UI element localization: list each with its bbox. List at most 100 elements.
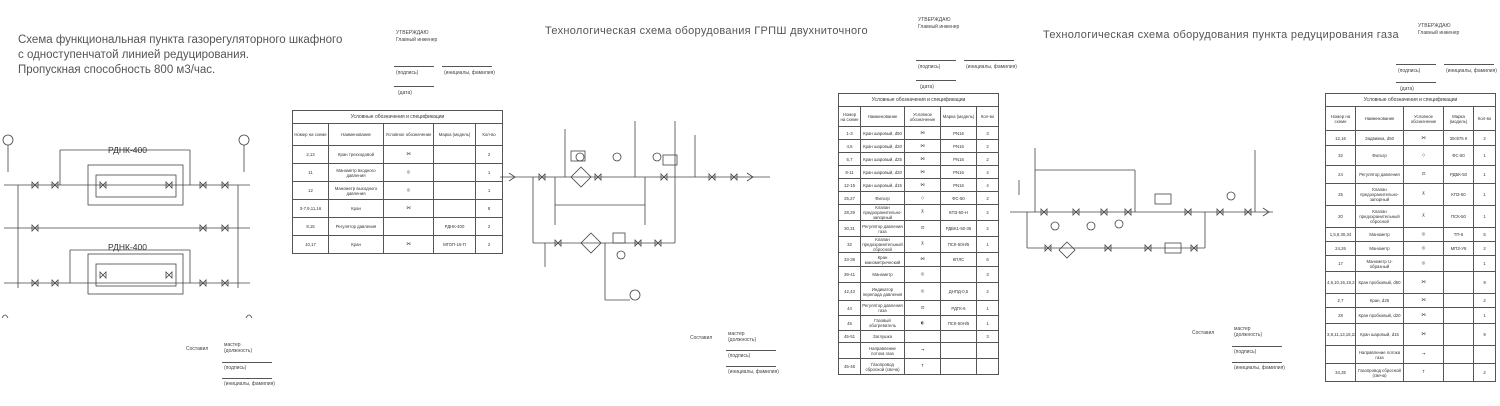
cell-qty: 1 xyxy=(1472,145,1497,166)
legend-header: Условное обозначение xyxy=(1403,106,1444,131)
signoff-sign-hint: (подпись) xyxy=(728,353,751,359)
cell-symbol: ⊡ xyxy=(904,300,941,316)
cell-qty: 2 xyxy=(975,220,1000,237)
cell-qty xyxy=(1472,345,1497,364)
cell-model: ПСК-50Н/5 xyxy=(940,236,977,253)
cell-name: Фильтр xyxy=(1355,145,1404,166)
cell-qty: 2 xyxy=(1472,241,1497,256)
cell-qty: 2 xyxy=(975,282,1000,301)
legend-header: Номер на схеме xyxy=(838,106,861,127)
sheet1-title-line: с одноступенчатой линией редуцирования. xyxy=(18,49,249,61)
cell-model: КПЛС xyxy=(940,252,977,267)
cell-symbol: ◇ xyxy=(904,191,941,205)
signoff-role: мастер xyxy=(728,331,745,337)
approve-initials-hint: (инициалы, фамилия) xyxy=(1446,68,1497,74)
cell-qty: 6 xyxy=(975,252,1000,267)
signoff-initials-hint: (инициалы, фамилия) xyxy=(728,369,779,375)
cell-num: 20 xyxy=(1325,205,1356,228)
cell-model xyxy=(433,145,476,164)
cell-qty: 1 xyxy=(975,236,1000,253)
cell-num: 3,8,11,13,18,22,27,32,33 xyxy=(1325,323,1356,346)
cell-name: Клапан предохранительно-запорный xyxy=(860,204,905,221)
cell-symbol: ◎ xyxy=(1403,227,1444,242)
table-row: Направление потока газа→ xyxy=(838,342,1000,359)
cell-name: Задвижка, d50 xyxy=(1355,130,1404,146)
cell-name: Манометр xyxy=(860,266,905,283)
sheet2-legend-table: Условные обозначения и спецификации Номе… xyxy=(837,93,1000,375)
cell-model: ПСК-50 xyxy=(1443,205,1474,228)
regulator2-label: РДНК-400 xyxy=(108,242,147,252)
cell-model: КПЗ-50 xyxy=(1443,183,1474,206)
cell-model: РДНК-400 xyxy=(433,217,476,236)
cell-model: PN16 xyxy=(940,152,977,166)
cell-symbol: ⋈ xyxy=(904,165,941,179)
cell-symbol: ⋈ xyxy=(1403,271,1444,294)
cell-qty: 1 xyxy=(975,300,1000,316)
cell-qty: 1 xyxy=(1472,205,1497,228)
cell-name: Газопровод сбросной (свеча) xyxy=(860,358,905,375)
cell-name: Газопровод сбросной (свеча) xyxy=(1355,363,1404,382)
cell-model xyxy=(1443,271,1474,294)
cell-model: ДНПД-0,5 xyxy=(940,282,977,301)
cell-name: Кран шаровый, d15 xyxy=(860,178,905,192)
cell-model: ТП-6 xyxy=(1443,227,1474,242)
cell-symbol xyxy=(383,217,434,236)
cell-num: 25 xyxy=(1325,183,1356,206)
cell-qty: 1 xyxy=(1472,183,1497,206)
signoff-sign-hint: (подпись) xyxy=(224,365,247,371)
cell-symbol: ⋈ xyxy=(383,235,434,254)
signoff-sign-hint: (подпись) xyxy=(1234,349,1257,355)
cell-symbol: ⋈ xyxy=(1403,293,1444,308)
signoff-role-hint: (должность) xyxy=(728,337,757,343)
cell-num: 45 xyxy=(838,315,861,331)
cell-name: Заглушка xyxy=(860,330,905,343)
cell-num: 1-3 xyxy=(838,126,861,140)
legend-caption: Условные обозначения и спецификации xyxy=(837,93,1000,107)
sheet1-title-line: Пропускная способность 800 м3/час. xyxy=(18,64,216,76)
approve-sign-hint: (подпись) xyxy=(1398,68,1421,74)
cell-qty xyxy=(975,358,1000,375)
cell-model: МГОП-16-П xyxy=(433,235,476,254)
cell-num: 44 xyxy=(838,300,861,316)
cell-symbol: ⊼ xyxy=(1403,205,1444,228)
cell-name: Кран шаровый, d20 xyxy=(860,165,905,179)
sheet1-title: Схема функциональная пункта газорегулято… xyxy=(18,33,342,78)
cell-qty: 2 xyxy=(975,152,1000,166)
cell-symbol: → xyxy=(904,342,941,359)
cell-num: 25,27 xyxy=(838,191,861,205)
cell-num: 28,29 xyxy=(838,204,861,221)
legend-header: Наименование xyxy=(1355,106,1404,131)
cell-name: Кран шаровый, d50 xyxy=(860,126,905,140)
cell-model xyxy=(1443,255,1474,272)
sheet3-title: Технологическая схема оборудования пункт… xyxy=(1043,29,1399,41)
cell-symbol: ⋈ xyxy=(904,139,941,153)
cell-model: РДГК-6 xyxy=(940,300,977,316)
cell-num: 1,5,9,30,34 xyxy=(1325,227,1356,242)
cell-symbol xyxy=(904,330,941,343)
cell-symbol: ⊼ xyxy=(904,236,941,253)
cell-qty: 2 xyxy=(1472,293,1497,308)
cell-name: Кран xyxy=(328,199,384,218)
cell-symbol: ◇ xyxy=(1403,145,1444,166)
sheet3-legend-table: Условные обозначения и спецификации Номе… xyxy=(1324,93,1497,382)
cell-name: Кран, d25 xyxy=(1355,293,1404,308)
approve-title: УТВЕРЖДАЮ xyxy=(396,30,429,36)
cell-symbol: ⋈ xyxy=(904,126,941,140)
approve-date-hint: (дата) xyxy=(920,84,934,90)
approve-date-hint: (дата) xyxy=(398,90,412,96)
